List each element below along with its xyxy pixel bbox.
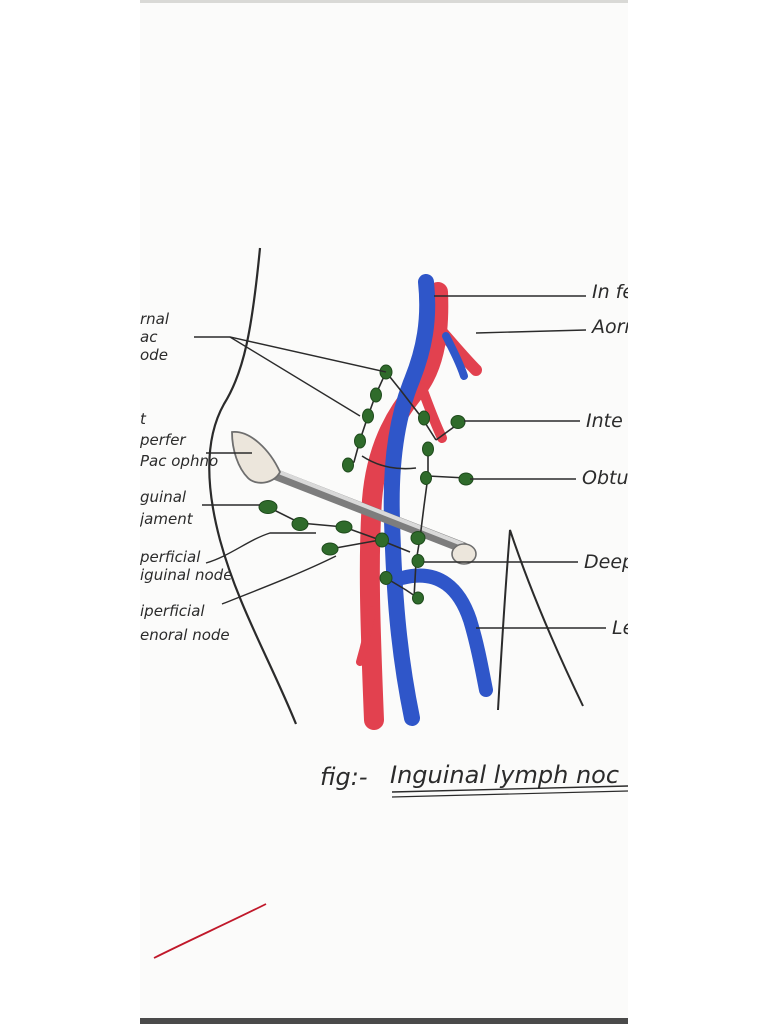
label-superficial-inguinal-2: iguinal node [140,566,232,584]
lymph-node [321,542,339,556]
label-saphenous-2: perfer [140,431,186,449]
label-obturator: Obtu [582,467,628,489]
paper-top-edge [140,0,628,3]
lymph-node [412,591,424,605]
left-leader-lines [194,336,387,605]
caption-underline [391,785,628,793]
inguinal-ligament-highlight [264,465,464,546]
lymph-node [354,433,366,449]
lymph-node [291,517,309,531]
caption-prefix: fig:- [320,763,367,791]
paper-sheet: rnal ac ode t perfer Pac ophno guinal ja… [140,0,628,1024]
ligament-cap-right [451,543,477,565]
ligament-cap-left [231,431,281,484]
femoral-vein-branch [395,568,493,697]
paper-bottom-edge [140,1018,628,1024]
leg-outline [497,529,584,711]
caption-title: Inguinal lymph noc [390,761,619,789]
lymph-node [422,441,434,457]
right-leader-lines [424,295,606,629]
label-internal: Inte [586,410,623,432]
inguinal-ligament [258,464,470,554]
body-outline [208,247,298,725]
margin-mark [153,903,267,959]
inguinal-lymph-node-diagram: rnal ac ode t perfer Pac ophno guinal ja… [140,247,628,959]
label-inguinal-ligament-2: jament [140,510,194,528]
lymph-node [370,387,382,403]
label-external-iliac-3: ode [140,346,168,364]
lymph-node [411,554,425,568]
label-external-iliac-1: rnal [140,310,170,328]
internal-artery-branch [417,383,447,443]
label-external-iliac-2: ac [140,328,158,346]
lymph-node [375,532,389,548]
lymph-node [335,520,353,534]
lymph-node [342,457,354,473]
lymph-node [420,471,432,485]
lymph-node [379,571,393,585]
lymph-node [362,408,374,424]
label-saphenous-1: t [140,410,147,428]
femoral-artery-branch [356,606,376,666]
label-inguinal-ligament-1: guinal [140,488,187,506]
label-saphenous-3: Pac ophno [140,452,218,470]
internal-iliac-vein [442,332,468,380]
external-iliac-vein [383,274,436,726]
label-deep: Deep [584,551,628,573]
caption-underline-2 [391,790,628,798]
lymph-node [450,415,466,429]
label-superficial-inguinal-1: perficial [140,548,201,566]
label-lower: Le [612,617,628,639]
lymph-node [410,531,426,545]
label-superficial-femoral-1: iperficial [140,602,205,620]
lymph-node [418,410,430,426]
label-inferior: In fe [592,281,628,303]
lymph-node [258,500,278,514]
label-superficial-femoral-2: enoral node [140,626,230,644]
label-aorta: Aorr [590,316,628,338]
